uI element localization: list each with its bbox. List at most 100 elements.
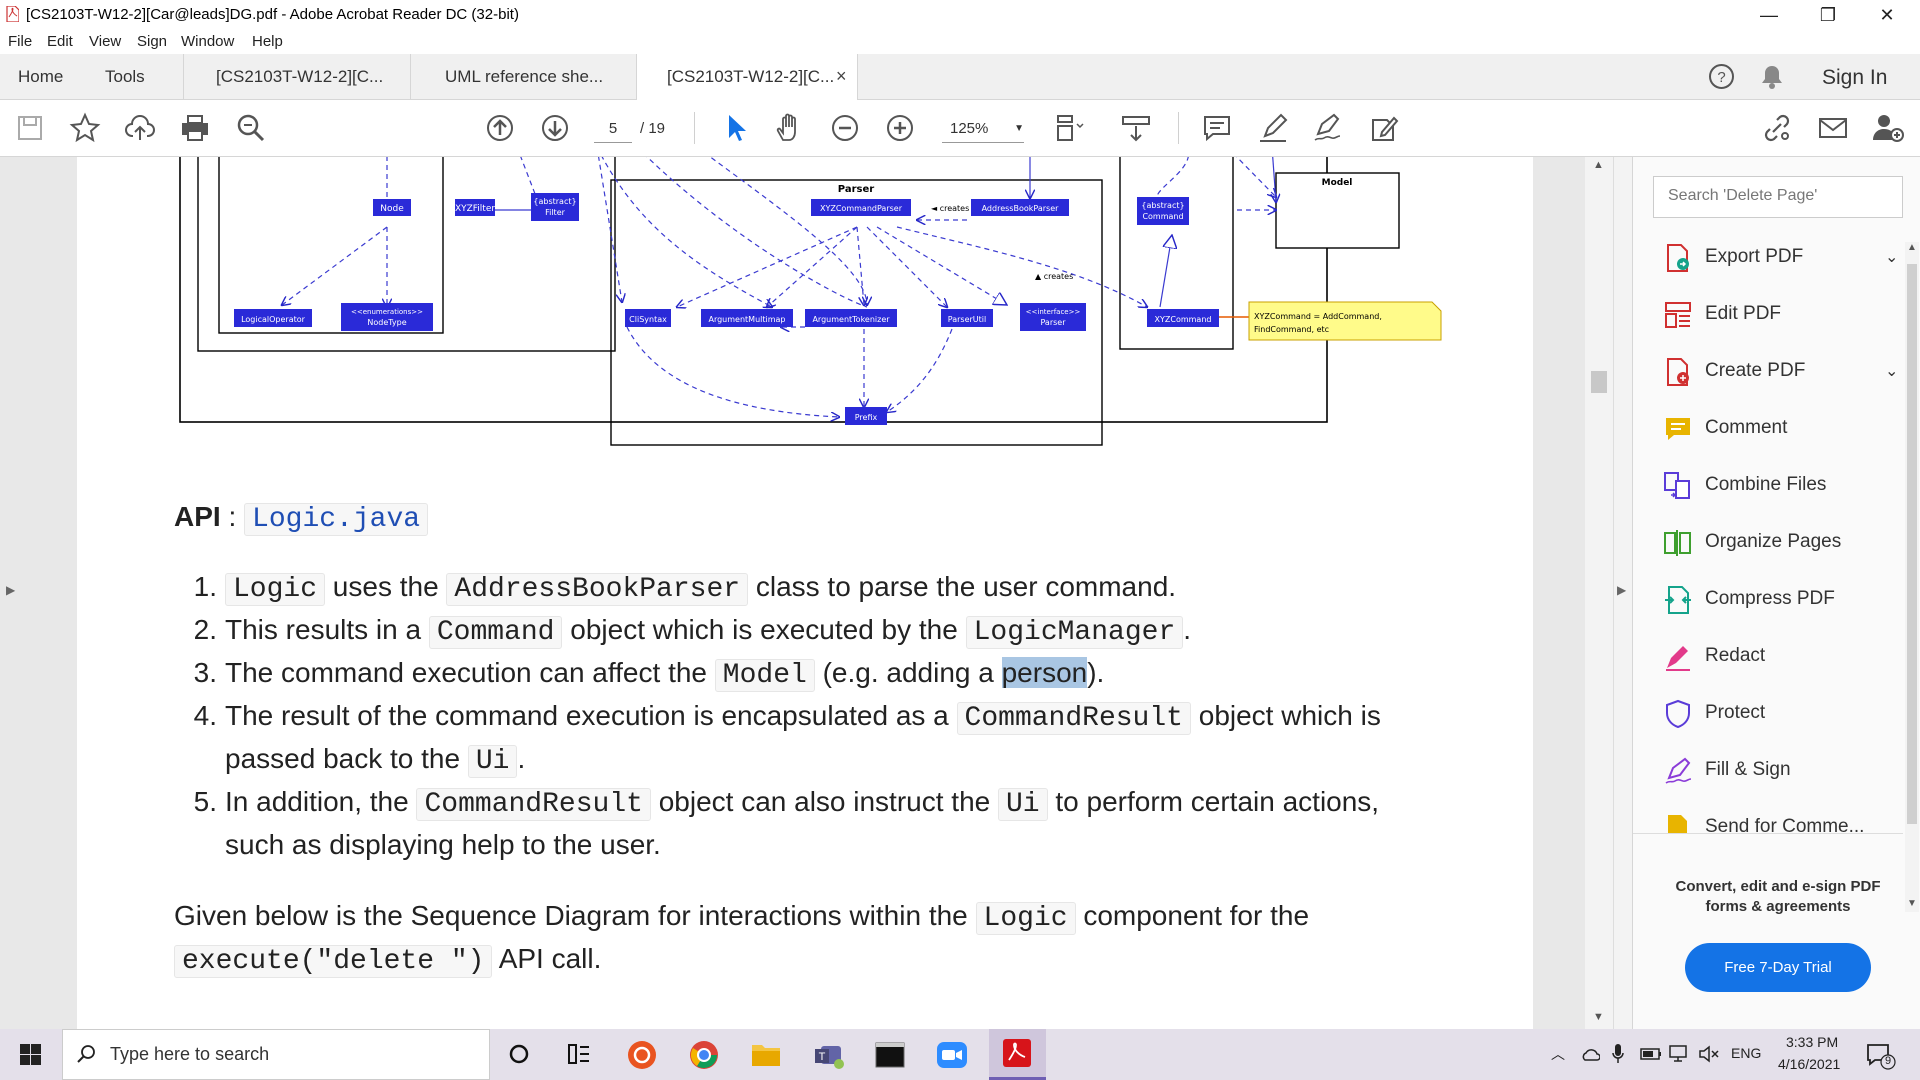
task-view-icon[interactable] [567,1043,591,1065]
tools-scrollbar[interactable]: ▲ ▼ [1905,242,1919,912]
tab-tools[interactable]: Tools [105,67,145,86]
notifications-bell-icon[interactable] [1760,64,1784,90]
xyzcommand-label: XYZCommand [1155,315,1212,324]
tool-combine-files[interactable]: Combine Files [1663,467,1903,507]
menu-sign[interactable]: Sign [137,33,168,50]
save-icon[interactable] [14,112,46,144]
collapse-right-arrow-icon[interactable]: ▶ [1617,583,1627,597]
zoom-level-select[interactable]: 125% ▼ [942,116,1024,143]
battery-icon[interactable] [1640,1048,1662,1060]
menu-view[interactable]: View [89,33,122,50]
api-file-link[interactable]: Logic.java [244,503,429,536]
tool-create-pdf[interactable]: Create PDF ⌄ [1663,353,1903,393]
page-number-input[interactable]: 5 [594,116,632,143]
upload-cloud-icon[interactable] [124,112,156,144]
clock-date[interactable]: 4/16/2021 [1778,1056,1841,1072]
tool-search-input[interactable]: Search 'Delete Page' [1653,176,1903,218]
add-user-icon[interactable] [1872,112,1904,144]
tool-protect[interactable]: Protect [1663,695,1903,735]
fill-sign-icon[interactable] [1368,112,1400,144]
tool-comment[interactable]: Comment [1663,410,1903,450]
restore-button[interactable]: ❐ [1819,5,1837,25]
menu-window[interactable]: Window [181,33,235,50]
find-zoom-icon[interactable] [235,112,267,144]
chevron-down-icon[interactable]: ⌄ [1885,249,1899,266]
tool-fill-sign[interactable]: Fill & Sign [1663,752,1903,792]
xyzparser-label: XYZCommandParser [820,204,903,213]
next-page-icon[interactable] [539,112,571,144]
file-explorer-icon[interactable] [751,1041,781,1067]
chrome-icon[interactable] [689,1040,719,1070]
zoom-app-icon[interactable] [937,1042,967,1068]
cortana-icon[interactable] [508,1043,530,1065]
tools-scrollbar-thumb[interactable] [1907,264,1917,824]
list-text: to perform certain actions, [1047,786,1380,817]
close-window-button[interactable]: ✕ [1879,5,1895,25]
tray-overflow-icon[interactable]: ︿ [1551,1046,1565,1062]
teams-icon[interactable]: T [813,1040,845,1070]
tab-home[interactable]: Home [18,67,64,86]
help-icon[interactable]: ? [1708,63,1735,90]
list-item: 5.In addition, the CommandResult object … [167,780,1379,826]
tab-document-1[interactable]: [CS2103T-W12-2][C... [183,54,409,99]
tool-send-for-comments[interactable]: Send for Comme... [1663,809,1903,833]
highlight-pen-icon[interactable] [1257,112,1289,144]
volume-muted-icon[interactable] [1698,1045,1720,1063]
tool-redact[interactable]: Redact [1663,638,1903,678]
tool-organize-pages[interactable]: Organize Pages [1663,524,1903,564]
minimize-button[interactable]: — [1760,5,1778,25]
sign-in-button[interactable]: Sign In [1822,66,1888,89]
tool-label: Send for Comme... [1705,816,1865,833]
clock-time[interactable]: 3:33 PM [1786,1034,1839,1050]
notification-center-icon[interactable] [1866,1042,1896,1070]
left-panel-toggle[interactable]: ▶ [0,157,22,1029]
page-display-icon[interactable] [1053,112,1085,144]
free-trial-button[interactable]: Free 7-Day Trial [1685,943,1871,992]
acrobat-taskbar-button[interactable] [989,1029,1046,1080]
list-text: The result of the command execution is e… [225,700,957,731]
microphone-icon[interactable] [1612,1044,1624,1064]
menu-file[interactable]: File [8,33,33,50]
list-text: object can also instruct the [650,786,998,817]
scroll-down-arrow-icon[interactable]: ▼ [1593,1011,1604,1023]
selected-text-highlight[interactable]: person [1001,657,1088,688]
clisyntax-label: CliSyntax [629,315,667,324]
ubuntu-app-icon[interactable] [627,1040,657,1070]
share-link-icon[interactable] [1761,112,1793,144]
toolbar-separator [694,112,695,144]
print-icon[interactable] [179,112,211,144]
menu-help[interactable]: Help [252,33,283,50]
tool-compress-pdf[interactable]: Compress PDF [1663,581,1903,621]
tool-export-pdf[interactable]: Export PDF ⌄ [1663,239,1903,279]
svg-text:FindCommand, etc: FindCommand, etc [1254,325,1329,334]
language-indicator[interactable]: ENG [1731,1045,1762,1061]
onedrive-icon[interactable] [1580,1046,1600,1062]
list-text: This results in a [225,614,429,645]
menu-edit[interactable]: Edit [47,33,73,50]
terminal-icon[interactable] [875,1042,905,1068]
zoom-out-icon[interactable] [829,112,861,144]
scroll-mode-icon[interactable] [1120,112,1152,144]
zoom-in-icon[interactable] [884,112,916,144]
right-panel-toggle[interactable]: ▶ [1613,157,1632,1029]
tab-document-3[interactable]: [CS2103T-W12-2][C... [636,54,858,100]
hand-tool-icon[interactable] [773,112,805,144]
tools-pane: Search 'Delete Page' ▲ ▼ Export PDF ⌄ Ed… [1632,157,1920,1029]
tab-document-2[interactable]: UML reference she... [410,54,635,99]
vertical-scrollbar[interactable]: ▲ ▼ [1585,157,1613,1029]
bookmark-star-icon[interactable] [69,112,101,144]
draw-signature-icon[interactable] [1312,112,1344,144]
select-cursor-icon[interactable] [720,112,752,144]
expand-left-arrow-icon[interactable]: ▶ [6,583,16,597]
chevron-down-icon[interactable]: ⌄ [1885,363,1899,380]
close-tab-icon[interactable]: × [836,66,847,86]
comment-icon[interactable] [1201,112,1233,144]
taskbar-search-box[interactable]: Type here to search [62,1029,490,1080]
windows-start-icon[interactable] [20,1044,41,1065]
scrollbar-thumb[interactable] [1591,371,1607,393]
previous-page-icon[interactable] [484,112,516,144]
scroll-up-arrow-icon[interactable]: ▲ [1593,159,1604,171]
network-icon[interactable] [1669,1045,1691,1063]
tool-edit-pdf[interactable]: Edit PDF [1663,296,1903,336]
email-icon[interactable] [1817,112,1849,144]
